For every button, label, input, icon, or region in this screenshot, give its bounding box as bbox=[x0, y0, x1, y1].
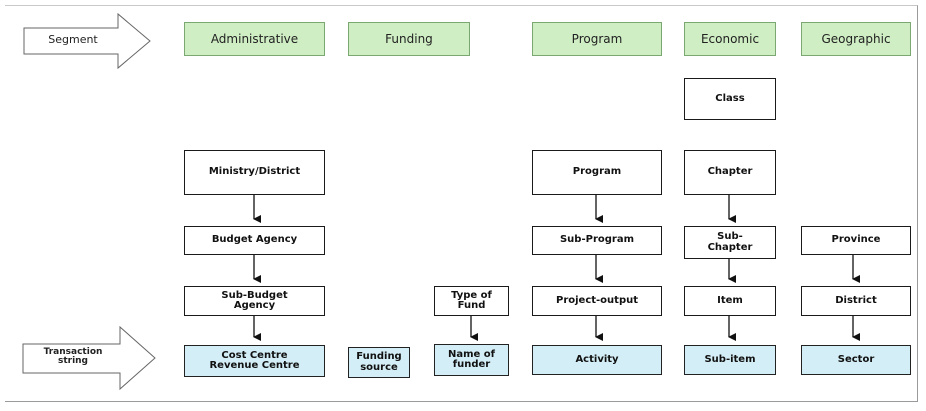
box-funding-source: Funding source bbox=[348, 347, 410, 378]
box-activity: Activity bbox=[532, 345, 662, 375]
box-type-of-fund: Type of Fund bbox=[434, 286, 509, 316]
box-sector: Sector bbox=[801, 345, 911, 375]
segment-arrow-shape bbox=[23, 12, 151, 70]
transaction-arrow-shape bbox=[22, 325, 156, 391]
segment-administrative: Administrative bbox=[184, 22, 325, 56]
transaction-arrow-label: Transaction string bbox=[43, 347, 103, 367]
box-class: Class bbox=[684, 78, 776, 120]
box-budget-agency: Budget Agency bbox=[184, 226, 325, 255]
box-program: Program bbox=[532, 150, 662, 195]
box-sub-program: Sub-Program bbox=[532, 226, 662, 255]
box-sub-budget-agency: Sub-Budget Agency bbox=[184, 286, 325, 316]
box-project-output: Project-output bbox=[532, 286, 662, 316]
box-cost-centre: Cost Centre Revenue Centre bbox=[184, 345, 325, 377]
diagram-frame bbox=[5, 5, 918, 402]
box-ministry-district: Ministry/District bbox=[184, 150, 325, 195]
box-province: Province bbox=[801, 226, 911, 255]
segment-economic: Economic bbox=[684, 22, 776, 56]
box-district: District bbox=[801, 286, 911, 316]
box-sub-chapter: Sub- Chapter bbox=[684, 226, 776, 259]
box-chapter: Chapter bbox=[684, 150, 776, 195]
segment-funding: Funding bbox=[348, 22, 470, 56]
box-name-of-funder: Name of funder bbox=[434, 344, 509, 376]
segment-arrow-label: Segment bbox=[48, 33, 98, 46]
box-sub-item: Sub-item bbox=[684, 345, 776, 375]
box-item: Item bbox=[684, 286, 776, 316]
segment-geographic: Geographic bbox=[801, 22, 911, 56]
segment-program: Program bbox=[532, 22, 662, 56]
